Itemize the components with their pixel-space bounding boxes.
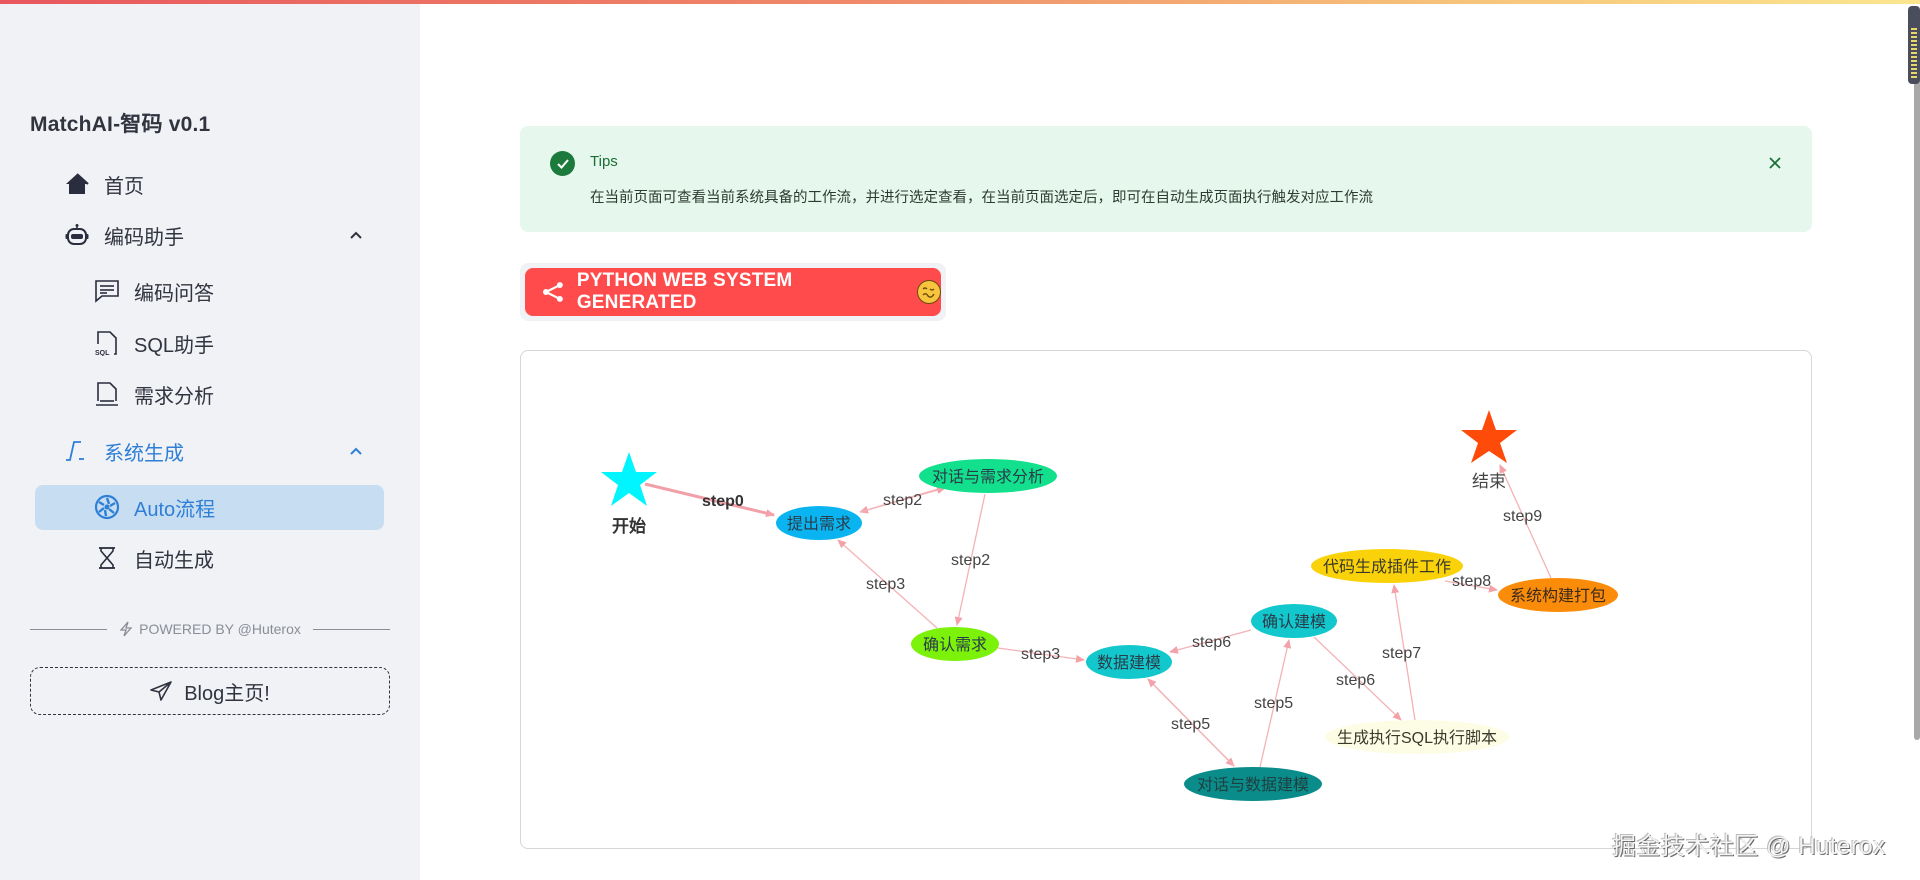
svg-text:step3: step3	[1021, 646, 1060, 663]
sidebar-item-label: 编码问答	[134, 282, 214, 305]
svg-text:生成执行SQL执行脚本: 生成执行SQL执行脚本	[1337, 729, 1497, 747]
svg-text:对话与需求分析: 对话与需求分析	[932, 468, 1044, 486]
node-start[interactable]: 开始	[601, 452, 657, 536]
svg-text:结束: 结束	[1472, 472, 1506, 491]
sidebar-item-system-generation[interactable]: 系统生成	[64, 431, 374, 471]
graph-edges	[644, 464, 1552, 768]
node-end[interactable]: 结束	[1461, 410, 1517, 491]
svg-text:SQL: SQL	[95, 350, 110, 356]
home-icon	[64, 171, 90, 197]
edge-labels: step0 step2 step2 step3 step3 step5 step…	[702, 492, 1542, 733]
node-generate-sql-script[interactable]: 生成执行SQL执行脚本	[1325, 720, 1509, 754]
divider-line	[30, 628, 108, 630]
sidebar-item-sql-assistant[interactable]: SQL SQL助手	[94, 323, 214, 363]
svg-text:step0: step0	[702, 493, 744, 510]
tips-alert: Tips 在当前页面可查看当前系统具备的工作流，并进行选定查看，在当前页面选定后…	[520, 126, 1812, 232]
svg-text:开始: 开始	[612, 516, 646, 536]
robot-icon	[64, 222, 90, 248]
svg-text:step6: step6	[1336, 672, 1375, 689]
generate-button-label: PYTHON WEB SYSTEM GENERATED	[576, 270, 793, 313]
svg-text:确认建模: 确认建模	[1262, 613, 1326, 631]
svg-text:step3: step3	[866, 576, 905, 593]
sidebar-item-auto-flow[interactable]: Auto流程	[94, 487, 215, 527]
sidebar-item-label: SQL助手	[134, 334, 215, 357]
divider-line	[312, 628, 390, 630]
powered-by-text: POWERED BY @Huterox	[139, 621, 301, 637]
share-icon	[542, 282, 563, 302]
svg-text:step5: step5	[1171, 716, 1210, 733]
sidebar-item-auto-generate[interactable]: 自动生成	[94, 538, 214, 578]
blog-button-label: Blog主页!	[184, 682, 270, 705]
blog-home-button[interactable]: Blog主页!	[30, 667, 390, 715]
svg-text:提出需求: 提出需求	[787, 515, 851, 533]
sidebar: MatchAI-智码 v0.1 首页 编码助手 编码问答 SQL SQL助手 需…	[0, 0, 420, 880]
svg-text:step7: step7	[1382, 645, 1421, 662]
send-icon	[150, 681, 173, 701]
sidebar-item-coding-qa[interactable]: 编码问答	[94, 271, 214, 311]
svg-text:数据建模: 数据建模	[1097, 654, 1161, 672]
node-confirm-requirements[interactable]: 确认需求	[911, 627, 999, 661]
sidebar-item-requirement-analysis[interactable]: 需求分析	[94, 374, 214, 414]
sidebar-item-label: Auto流程	[134, 498, 216, 521]
python-web-system-generated-button[interactable]: PYTHON WEB SYSTEM GENERATED	[525, 268, 941, 316]
svg-text:step8: step8	[1452, 573, 1491, 590]
node-data-modeling[interactable]: 数据建模	[1086, 645, 1172, 679]
top-gradient-bar	[0, 0, 1920, 4]
chevron-up-icon[interactable]	[344, 223, 368, 247]
lightning-icon	[119, 621, 133, 637]
sidebar-item-label: 编码助手	[104, 226, 184, 249]
node-code-gen-plugin[interactable]: 代码生成插件工作	[1311, 549, 1463, 583]
svg-text:step2: step2	[883, 492, 922, 509]
scrollbar-thumb[interactable]	[1908, 6, 1920, 84]
aperture-icon	[94, 494, 120, 520]
powered-by-divider: POWERED BY @Huterox	[30, 618, 390, 640]
sidebar-item-label: 自动生成	[134, 549, 214, 572]
chat-icon	[94, 278, 120, 304]
svg-text:step5: step5	[1254, 695, 1293, 712]
node-dialog-data-modeling[interactable]: 对话与数据建模	[1184, 767, 1322, 801]
tips-message: 在当前页面可查看当前系统具备的工作流，并进行选定查看，在当前页面选定后，即可在自…	[590, 190, 1373, 206]
document-icon	[94, 381, 120, 407]
node-system-build-package[interactable]: 系统构建打包	[1498, 578, 1618, 612]
sidebar-item-home[interactable]: 首页	[64, 164, 144, 204]
woozy-face-emoji	[917, 280, 941, 304]
tips-title: Tips	[590, 153, 618, 170]
svg-text:step6: step6	[1192, 634, 1231, 651]
sidebar-item-label: 系统生成	[104, 442, 184, 465]
flow-icon	[64, 438, 90, 464]
sidebar-item-label: 需求分析	[134, 385, 214, 408]
app-title: MatchAI-智码 v0.1	[30, 113, 211, 136]
svg-text:对话与数据建模: 对话与数据建模	[1197, 776, 1309, 794]
chevron-up-icon[interactable]	[344, 439, 368, 463]
svg-text:确认需求: 确认需求	[923, 636, 987, 654]
node-confirm-modeling[interactable]: 确认建模	[1251, 604, 1337, 638]
node-submit-requirements[interactable]: 提出需求	[776, 506, 862, 540]
svg-text:系统构建打包: 系统构建打包	[1510, 587, 1606, 605]
node-dialog-requirement-analysis[interactable]: 对话与需求分析	[919, 459, 1057, 493]
sidebar-item-label: 首页	[104, 175, 144, 198]
active-item-highlight	[35, 485, 384, 530]
svg-text:step2: step2	[951, 552, 990, 569]
svg-text:代码生成插件工作: 代码生成插件工作	[1323, 558, 1451, 576]
check-circle-icon	[550, 151, 575, 176]
svg-text:step9: step9	[1503, 508, 1542, 525]
watermark: 掘金技术社区 @ Huterox	[1612, 833, 1886, 860]
close-icon[interactable]	[1766, 154, 1784, 172]
sql-file-icon: SQL	[94, 330, 120, 356]
hourglass-icon	[94, 545, 120, 571]
sidebar-item-coding-assistant[interactable]: 编码助手	[64, 215, 374, 255]
workflow-graph[interactable]: step0 step2 step2 step3 step3 step5 step…	[520, 350, 1812, 849]
scrollbar-track[interactable]	[1914, 40, 1920, 740]
